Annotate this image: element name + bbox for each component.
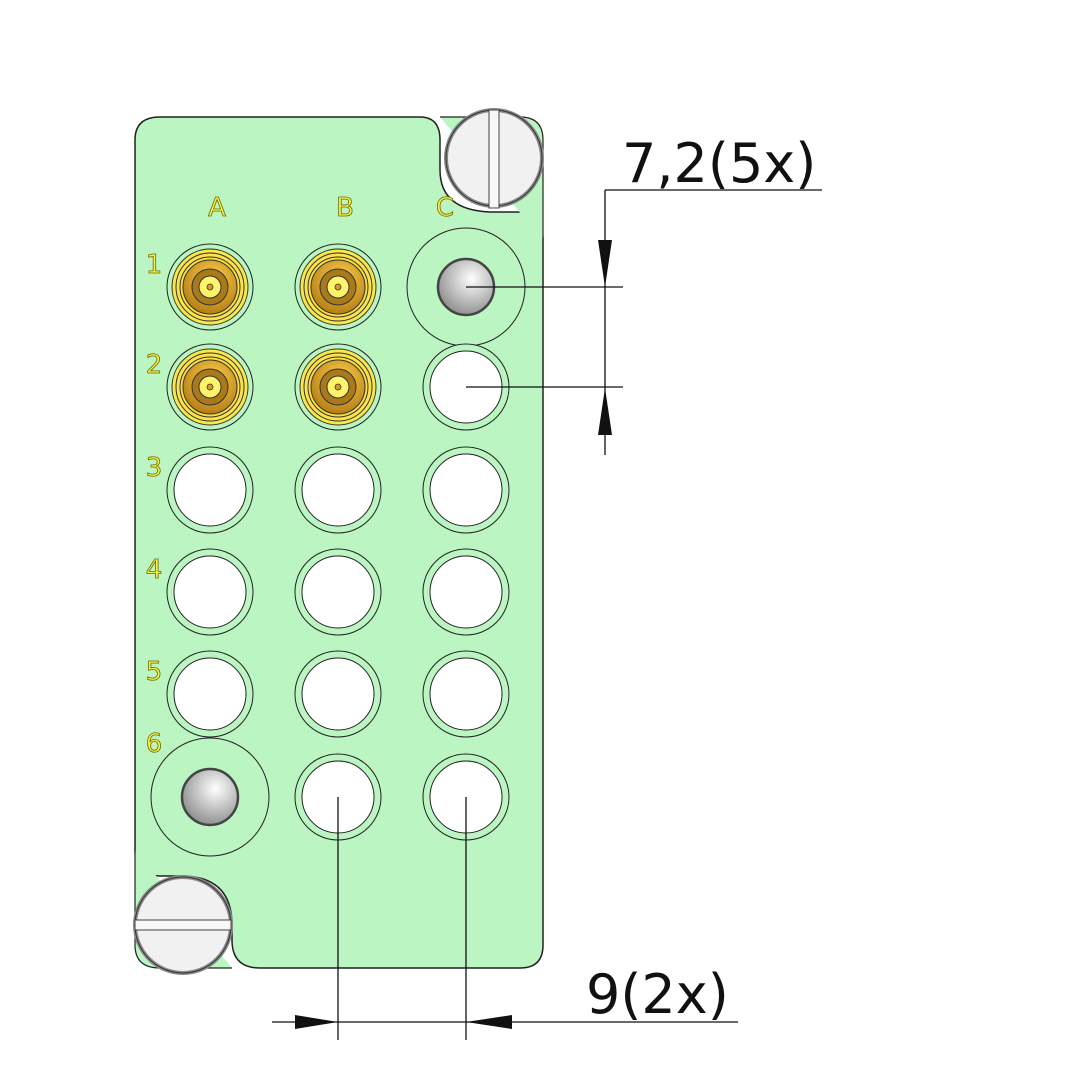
contact-B3-empty bbox=[294, 446, 382, 534]
dimension-horizontal-label: 9(2x) bbox=[586, 963, 729, 1026]
contact-A2-coax bbox=[166, 343, 254, 431]
contact-A4-empty bbox=[166, 548, 254, 636]
contact-A3-empty bbox=[166, 446, 254, 534]
contact-B1-coax bbox=[294, 243, 382, 331]
screw-top-right bbox=[444, 108, 544, 209]
row-label-4: 4 bbox=[146, 555, 163, 585]
contact-A5-empty bbox=[166, 650, 254, 738]
contact-C3-empty bbox=[422, 446, 510, 534]
grid-labels: A B C 1 2 3 4 5 6 bbox=[145, 193, 454, 760]
contact-B2-coax bbox=[294, 343, 382, 431]
contact-grid bbox=[150, 227, 526, 857]
contact-B4-empty bbox=[294, 548, 382, 636]
contact-C5-empty bbox=[422, 650, 510, 738]
row-label-3: 3 bbox=[146, 453, 163, 483]
contact-A1-coax bbox=[166, 243, 254, 331]
dimension-vertical-label: 7,2(5x) bbox=[622, 132, 816, 195]
column-label-B: B bbox=[336, 193, 354, 223]
row-label-5: 5 bbox=[146, 657, 163, 687]
dimension-horizontal bbox=[272, 797, 738, 1040]
row-label-1: 1 bbox=[146, 250, 163, 280]
contact-B5-empty bbox=[294, 650, 382, 738]
row-label-2: 2 bbox=[146, 350, 163, 380]
dimension-vertical bbox=[466, 189, 822, 455]
column-label-A: A bbox=[208, 193, 226, 223]
column-label-C: C bbox=[436, 193, 454, 223]
contact-C4-empty bbox=[422, 548, 510, 636]
contact-A6-guide-pin bbox=[150, 737, 270, 857]
screw-bottom-left bbox=[133, 875, 233, 975]
row-label-6: 6 bbox=[146, 729, 163, 759]
